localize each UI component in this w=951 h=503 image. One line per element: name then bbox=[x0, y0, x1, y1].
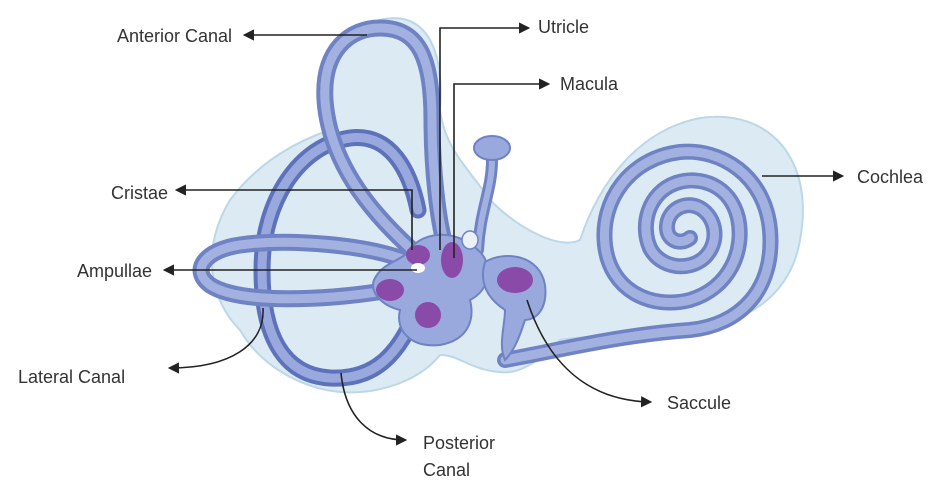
arrow-posterior-canal bbox=[340, 372, 408, 446]
anterior-canal-shape bbox=[316, 19, 454, 259]
lateral-canal-shape bbox=[192, 233, 419, 308]
label-posterior-canal-line1: Posterior bbox=[423, 433, 496, 453]
cochlea-spiral bbox=[497, 143, 779, 368]
crista-patch bbox=[406, 245, 430, 265]
saccule-patch bbox=[497, 267, 533, 293]
label-posterior-canal-line2: Canal bbox=[423, 460, 471, 480]
label-cristae: Cristae bbox=[110, 183, 168, 203]
ampulla-patch-posterior bbox=[415, 302, 441, 328]
label-utricle: Utricle bbox=[538, 17, 590, 37]
endolymphatic-duct bbox=[472, 135, 511, 256]
label-cochlea: Cochlea bbox=[857, 167, 924, 187]
label-ampullae: Ampullae bbox=[76, 261, 152, 281]
macula-utricle-patch bbox=[441, 242, 463, 278]
label-saccule: Saccule bbox=[667, 393, 732, 413]
arrow-saccule bbox=[526, 299, 653, 408]
label-lateral-canal: Lateral Canal bbox=[18, 367, 126, 387]
label-anterior-canal: Anterior Canal bbox=[116, 26, 232, 46]
label-arrows bbox=[162, 22, 845, 446]
ampulla-patch-lateral bbox=[376, 279, 404, 301]
label-macula: Macula bbox=[560, 74, 619, 94]
arrow-lateral-canal bbox=[167, 307, 264, 374]
arrow-utricle bbox=[439, 22, 531, 250]
arrow-macula bbox=[453, 78, 551, 258]
arrow-cristae bbox=[174, 184, 413, 250]
ampulla-opening bbox=[411, 263, 425, 273]
